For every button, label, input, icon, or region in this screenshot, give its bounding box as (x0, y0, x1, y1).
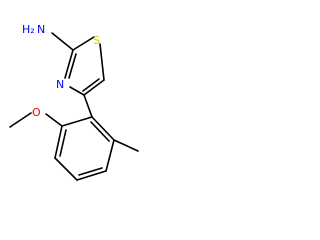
bond-ar-2-3 (54, 125, 63, 159)
bond-ar-4-5-double (78, 167, 103, 176)
amine-n-label: N (37, 23, 45, 36)
benzene-ring (54, 116, 115, 181)
bond-n3-c2 (64, 49, 74, 79)
bond-c4-n3 (69, 86, 85, 96)
bond-ar-4-5 (76, 170, 107, 181)
methoxy-o-label: O (32, 106, 41, 119)
bond-c2-s (72, 36, 95, 51)
bond-ar-1-2 (61, 116, 93, 127)
bond-methyl (113, 139, 139, 152)
amine-h2-label: H₂ (22, 23, 35, 36)
molecule-structure: H₂ N S N O (9, 23, 139, 181)
bond-c5-c4-double (82, 78, 100, 92)
bond-c5-c4 (83, 79, 105, 96)
bond-ar-6-1 (91, 116, 115, 141)
bond-c4-phenyl (83, 94, 93, 118)
bond-ar-5-6 (105, 139, 115, 172)
bond-n3-c2-double (68, 53, 77, 79)
bond-ar-6-1-double (90, 121, 110, 142)
thiazole-ring (64, 36, 105, 96)
bond-ar-2-3-double (59, 129, 67, 157)
ring-s-label: S (93, 34, 100, 47)
bond-ar-3-4 (54, 157, 78, 181)
ring-n-label: N (56, 78, 64, 91)
bond-c2-nh2 (51, 32, 74, 51)
bond-s-c5 (99, 43, 105, 81)
bond-c-o-methoxy (45, 113, 63, 127)
bond-o-ch3 (9, 112, 32, 128)
